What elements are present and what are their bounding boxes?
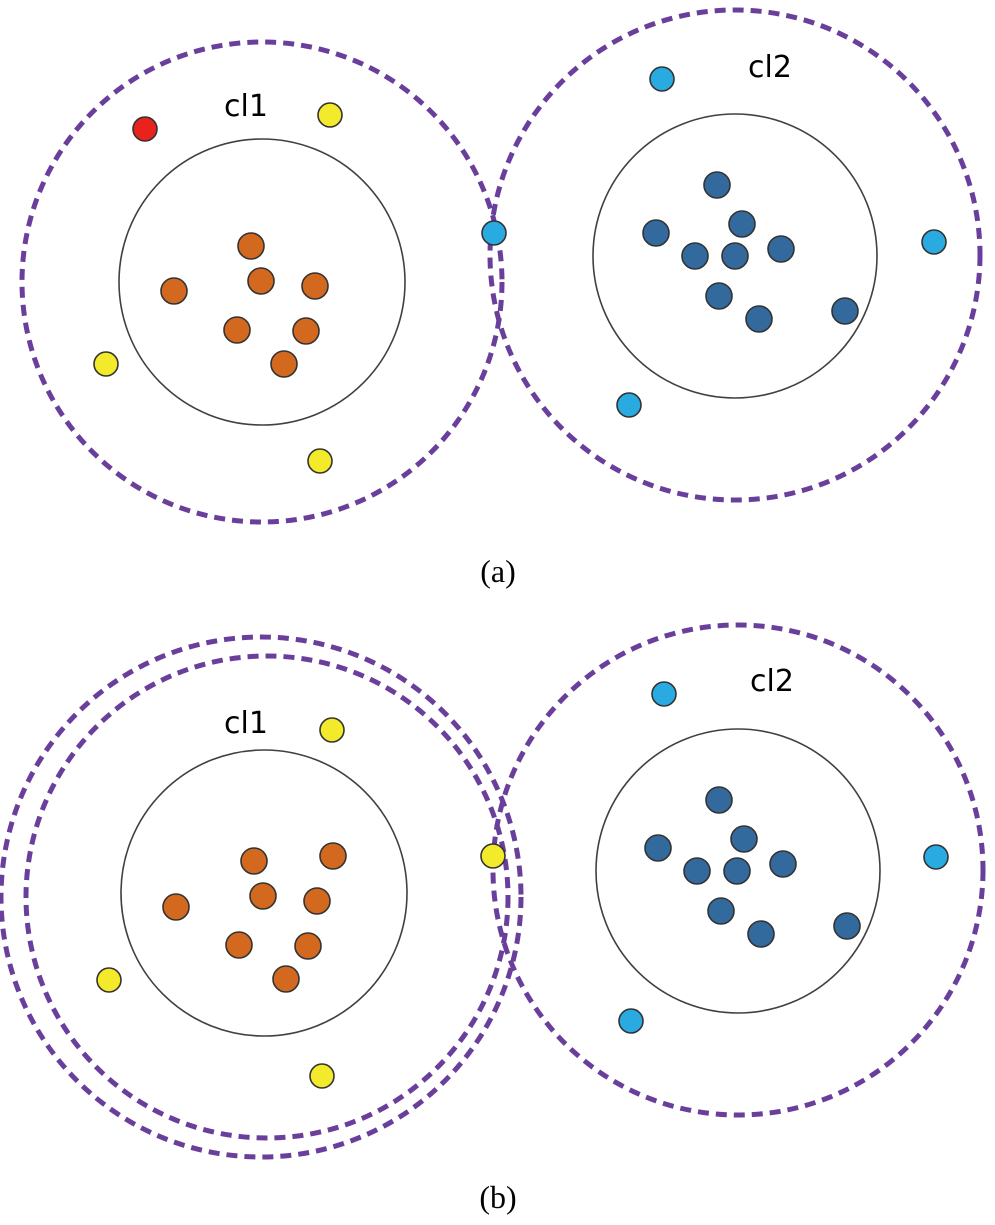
- cl1-core-point: [294, 932, 322, 960]
- cl2-outer-boundary: [490, 622, 986, 1118]
- cl1-core-point: [292, 317, 320, 345]
- cl1-core-point: [272, 965, 300, 993]
- cl1-core-point: [237, 232, 265, 260]
- cluster-cl1-a: cl1: [19, 39, 505, 525]
- cl2-core-point: [747, 920, 775, 948]
- cl2-core-point: [767, 235, 795, 263]
- cl2-outer-boundary: [487, 7, 983, 503]
- cl2-border-point: [618, 1008, 644, 1034]
- cl1-core-point: [247, 267, 275, 295]
- cl2-core-point: [728, 210, 756, 238]
- cl2-core-point: [642, 219, 670, 247]
- cl2-core-point: [644, 834, 672, 862]
- cl1-border-point: [319, 717, 345, 743]
- panel-caption-a: (a): [480, 553, 516, 589]
- cl1-core-point: [319, 842, 347, 870]
- cl2-label: cl2: [750, 664, 794, 699]
- cl1-core-point: [303, 887, 331, 915]
- cl2-border-point: [651, 681, 677, 707]
- panel-b: cl1 cl2: [0, 622, 986, 1215]
- cl2-border-point: [649, 66, 675, 92]
- cluster-cl2-a: cl2: [487, 7, 983, 503]
- cluster-cl2-b: cl2: [490, 622, 986, 1118]
- cl2-core-point: [721, 242, 749, 270]
- noise-point: [132, 116, 158, 142]
- cl2-core-point: [723, 857, 751, 885]
- cl1-label: cl1: [224, 706, 268, 741]
- cl1-outer-boundary: [19, 39, 505, 525]
- cl1-border-point: [93, 351, 119, 377]
- cl1-core-point: [160, 277, 188, 305]
- cl1-core-point: [223, 316, 251, 344]
- cl1-border-point: [317, 102, 343, 128]
- cl1-core-region: [120, 749, 408, 1037]
- cl1-border-point: [309, 1063, 335, 1089]
- cl1-core-point: [301, 272, 329, 300]
- cl1-label: cl1: [224, 89, 268, 124]
- cl2-core-point: [683, 857, 711, 885]
- cl2-core-point: [703, 171, 731, 199]
- cl1-core-point: [225, 931, 253, 959]
- cl1-border-point: [307, 448, 333, 474]
- cl1-outer-boundary: [23, 653, 511, 1141]
- cluster-cl1-b: cl1: [0, 634, 524, 1160]
- panel-caption-b: (b): [479, 1179, 516, 1215]
- cl2-border-point: [921, 229, 947, 255]
- cl2-core-point: [831, 297, 859, 325]
- panel-a: cl1 cl2: [19, 7, 983, 589]
- cl2-border-point: [923, 844, 949, 870]
- cl2-core-point: [833, 912, 861, 940]
- cl2-core-point: [705, 786, 733, 814]
- cl1-core-point: [240, 847, 268, 875]
- cl2-core-point: [705, 282, 733, 310]
- cl2-core-region: [595, 728, 881, 1014]
- cl2-label: cl2: [748, 50, 792, 85]
- cl1-core-point: [162, 893, 190, 921]
- shared-border-point: [480, 843, 506, 869]
- cl2-core-point: [769, 850, 797, 878]
- cl2-core-point: [681, 242, 709, 270]
- cl2-core-point: [707, 897, 735, 925]
- cl1-core-point: [249, 882, 277, 910]
- cl2-border-point: [616, 392, 642, 418]
- cl1-expanded-outer-boundary: [0, 634, 524, 1160]
- cl2-core-point: [745, 305, 773, 333]
- cl2-core-point: [730, 825, 758, 853]
- cl2-core-region: [592, 113, 878, 399]
- cl1-core-point: [270, 350, 298, 378]
- cl1-core-region: [118, 138, 406, 426]
- cl1-border-point: [96, 967, 122, 993]
- shared-border-point: [481, 220, 507, 246]
